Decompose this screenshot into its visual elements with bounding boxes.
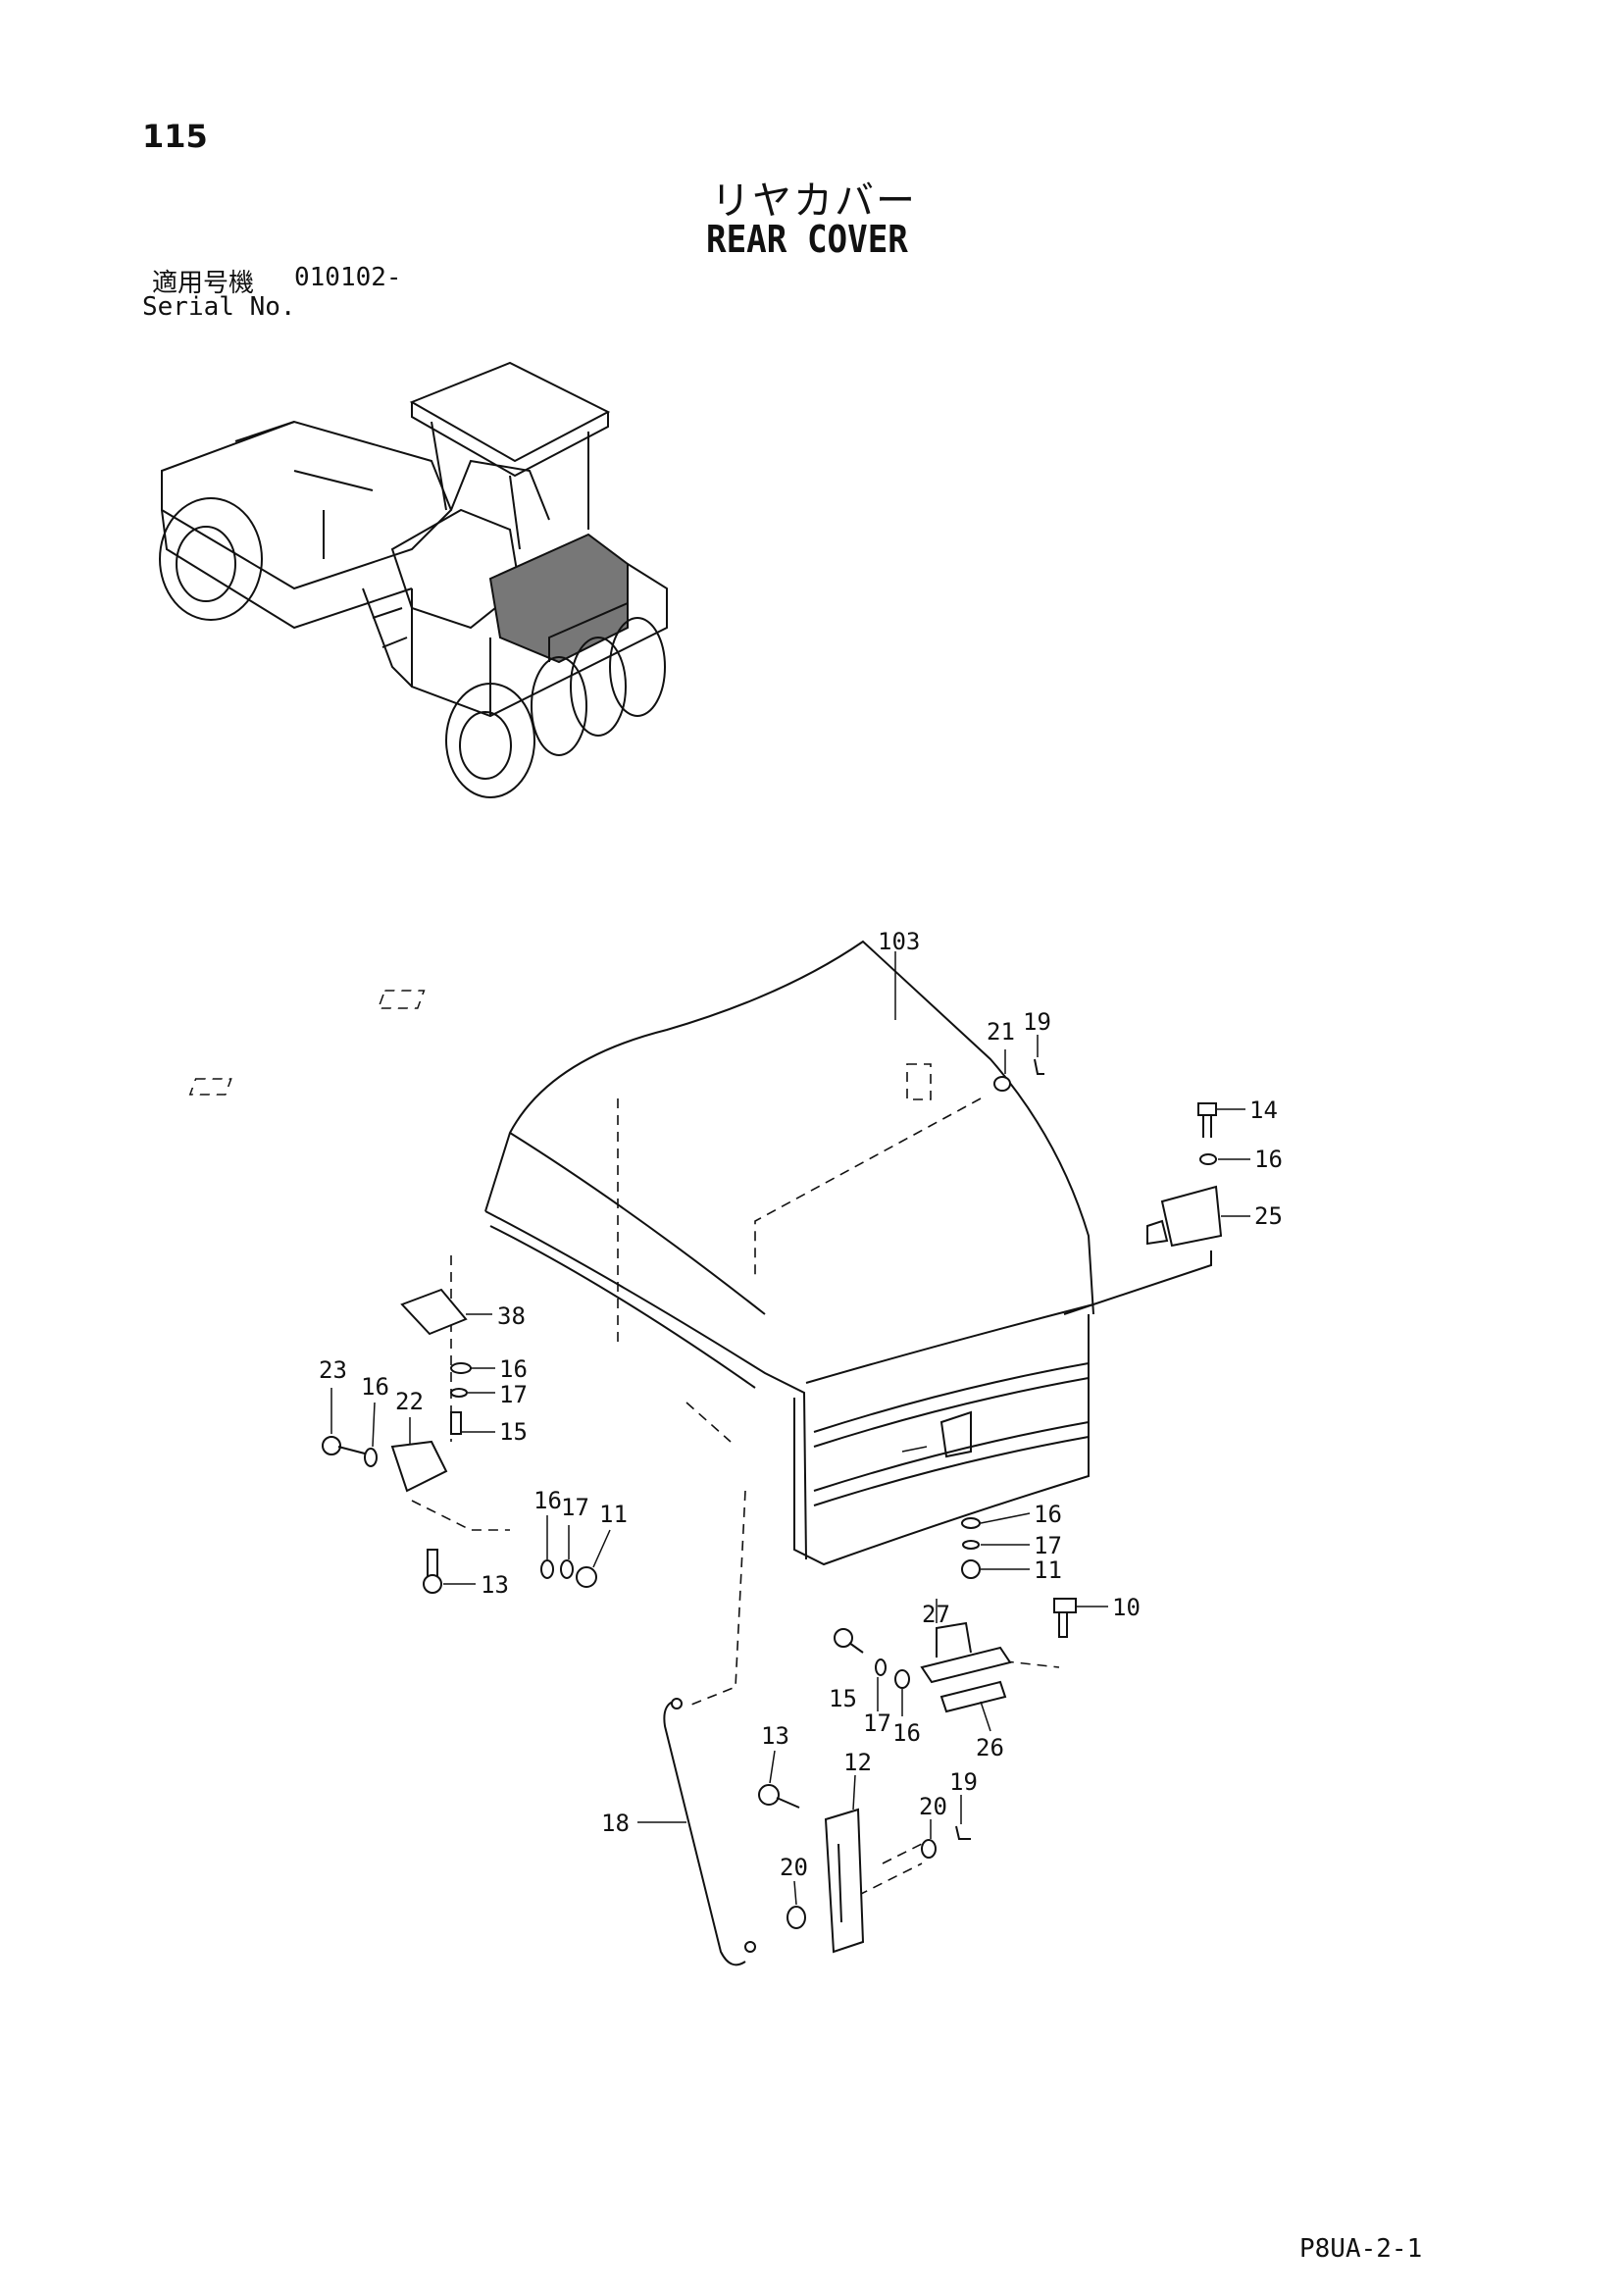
- leader-lines: [330, 951, 1250, 1906]
- callout-27: 27: [922, 1601, 950, 1628]
- callout-38: 38: [497, 1302, 526, 1330]
- page-number: 115: [142, 118, 208, 155]
- callout-13-lower: 13: [761, 1722, 789, 1750]
- callout-16-bracket: 16: [361, 1373, 389, 1401]
- callout-20-right: 20: [919, 1793, 947, 1820]
- callout-10: 10: [1112, 1594, 1141, 1621]
- callout-11-right: 11: [1034, 1556, 1062, 1584]
- callout-21: 21: [987, 1018, 1015, 1046]
- callout-17-lower-left: 17: [561, 1494, 589, 1521]
- callout-18: 18: [601, 1810, 630, 1837]
- callout-13-left: 13: [481, 1571, 509, 1599]
- callout-15-plate: 15: [499, 1418, 528, 1446]
- callout-12: 12: [843, 1749, 872, 1776]
- callout-labels: 103 21 19 14 16 25 38 16 17 15 23 16 22 …: [319, 928, 1283, 1881]
- callout-16-latch: 16: [1254, 1146, 1283, 1173]
- sheet-code: P8UA-2-1: [1299, 2234, 1423, 2264]
- callout-16-plate: 16: [499, 1355, 528, 1383]
- callout-22: 22: [395, 1388, 424, 1415]
- callout-16-lower-left: 16: [533, 1487, 562, 1514]
- callout-103: 103: [878, 928, 920, 955]
- machine-overview-illustration: [159, 361, 668, 798]
- serial-number-value: 010102-: [294, 263, 402, 292]
- callout-16-right: 16: [1034, 1501, 1062, 1528]
- serial-label-english: Serial No.: [142, 292, 296, 322]
- callout-23: 23: [319, 1356, 347, 1384]
- rear-cover-103: [188, 940, 1094, 1566]
- callout-19-lower: 19: [949, 1768, 978, 1796]
- callout-20-left: 20: [780, 1854, 808, 1881]
- callout-25: 25: [1254, 1202, 1283, 1230]
- callout-15-hinge: 15: [829, 1685, 857, 1712]
- callout-17-hinge: 17: [863, 1709, 891, 1737]
- callout-17-plate: 17: [499, 1381, 528, 1408]
- callout-19-upper: 19: [1023, 1008, 1051, 1036]
- hardware-parts: [322, 1058, 1223, 1966]
- page-title-japanese: リヤカバー: [711, 179, 917, 224]
- callout-17-right: 17: [1034, 1532, 1062, 1559]
- callout-16-hinge: 16: [892, 1719, 921, 1747]
- callout-14: 14: [1249, 1097, 1278, 1124]
- serial-label-japanese: 適用号機: [152, 269, 255, 298]
- callout-11-lower-left: 11: [599, 1501, 628, 1528]
- assembly-guide-lines: [411, 1097, 1212, 1904]
- page-title-english: REAR COVER: [706, 218, 908, 261]
- callout-26: 26: [976, 1734, 1004, 1761]
